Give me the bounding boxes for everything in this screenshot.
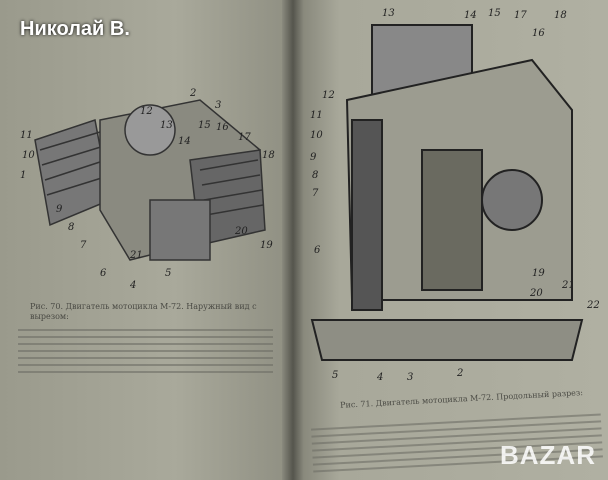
- fig70-callout-16: 16: [216, 122, 229, 133]
- fig70-callout-15: 15: [198, 120, 211, 131]
- figure-70-legend-text: [18, 324, 273, 378]
- fig71-callout-18: 18: [554, 10, 567, 21]
- fig71-callout-7: 7: [312, 188, 319, 199]
- fig71-callout-14: 14: [464, 10, 477, 21]
- fig71-callout-2: 2: [457, 368, 464, 379]
- fig71-callout-9: 9: [310, 152, 317, 163]
- fig70-callout-8: 8: [68, 222, 75, 233]
- bazar-logo-watermark: BAZAR: [500, 440, 596, 470]
- fig71-callout-10: 10: [310, 130, 323, 141]
- fig71-callout-16: 16: [532, 28, 545, 39]
- fig71-callout-3: 3: [407, 372, 414, 383]
- fig71-callout-15: 15: [488, 8, 501, 19]
- fig71-callout-11: 11: [310, 110, 323, 121]
- fig71-callout-21: 21: [562, 280, 575, 291]
- engine-exterior-illustration: [34, 99, 266, 261]
- fig71-callout-4: 4: [377, 372, 384, 383]
- fig70-callout-5: 5: [165, 268, 172, 279]
- fig71-callout-22: 22: [587, 300, 600, 311]
- fig70-callout-7: 7: [80, 240, 87, 251]
- fig70-callout-21: 21: [130, 250, 143, 261]
- engine-cross-section-illustration: [310, 24, 584, 361]
- fig70-callout-6: 6: [100, 268, 107, 279]
- fig70-callout-9: 9: [56, 204, 63, 215]
- owner-watermark: Николай В.: [20, 18, 130, 40]
- book-gutter: [282, 0, 304, 480]
- fig70-callout-20: 20: [235, 226, 248, 237]
- fig70-callout-3: 3: [215, 100, 222, 111]
- fig70-callout-12: 12: [140, 106, 153, 117]
- fig71-callout-19: 19: [532, 268, 545, 279]
- fig71-callout-12: 12: [322, 90, 335, 101]
- fig71-callout-6: 6: [314, 245, 321, 256]
- fig70-callout-10: 10: [22, 150, 35, 161]
- fig70-callout-1: 1: [20, 170, 27, 181]
- fig70-callout-14: 14: [178, 136, 191, 147]
- fig70-callout-13: 13: [160, 120, 173, 131]
- fig70-callout-18: 18: [262, 150, 275, 161]
- figure-70-caption: Рис. 70. Двигатель мотоцикла М-72. Наруж…: [30, 302, 257, 321]
- fig71-callout-8: 8: [312, 170, 319, 181]
- fig70-callout-17: 17: [238, 132, 251, 143]
- fig70-callout-11: 11: [20, 130, 33, 141]
- fig70-callout-19: 19: [260, 240, 273, 251]
- fig70-callout-4: 4: [130, 280, 137, 291]
- fig71-callout-17: 17: [514, 10, 527, 21]
- fig71-callout-13: 13: [382, 8, 395, 19]
- fig70-callout-2: 2: [190, 88, 197, 99]
- fig71-callout-5: 5: [332, 370, 339, 381]
- fig71-callout-20: 20: [530, 288, 543, 299]
